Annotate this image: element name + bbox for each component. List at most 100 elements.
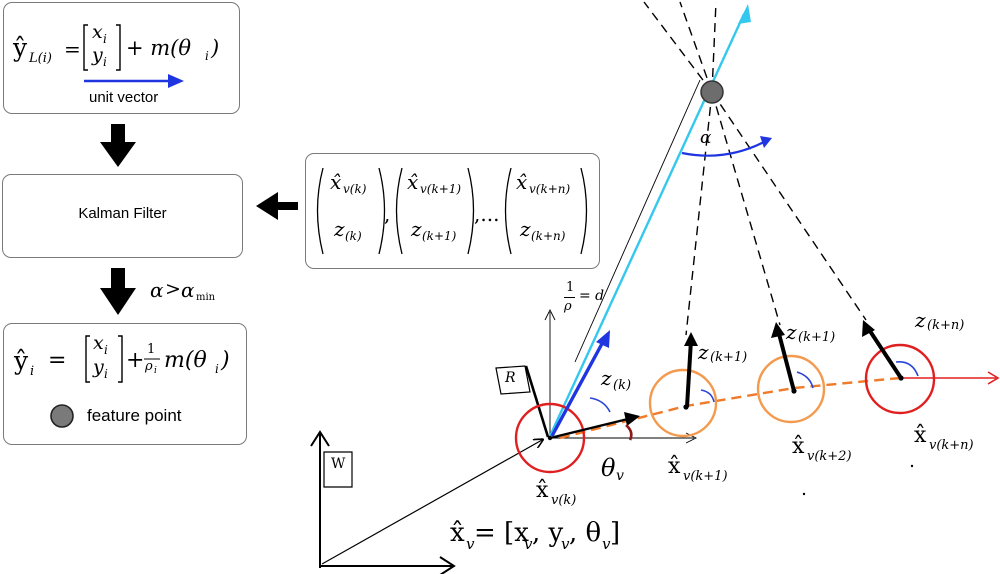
state-c2: , θ bbox=[569, 518, 602, 548]
trajectory-path bbox=[559, 376, 901, 440]
measurement-arrow-k2 bbox=[776, 329, 796, 392]
box3-yhat-sub: i bbox=[30, 364, 35, 379]
pose-k-sub: v(k) bbox=[551, 493, 577, 508]
robot-local-frame bbox=[544, 308, 698, 444]
feature-point-legend-label: feature point bbox=[87, 406, 182, 425]
theta-sub: v bbox=[616, 468, 624, 484]
box3-yhat: ŷ bbox=[14, 346, 29, 375]
state-y-sub: v bbox=[561, 535, 570, 553]
measurement-inputs-box: x̂ v(k) z (k) , x̂ v(k+1) z (k+1) ,... x… bbox=[305, 153, 600, 269]
input-sep2: ,... bbox=[474, 202, 500, 226]
box3-plus: + bbox=[126, 348, 145, 373]
box3-m-sub: i bbox=[215, 362, 219, 376]
box3-frac-num: 1 bbox=[147, 342, 156, 357]
box3-vec-bot-sub: i bbox=[104, 367, 108, 381]
robot-frame-label: R bbox=[505, 370, 516, 386]
box3-bracket bbox=[85, 335, 160, 383]
inputs-parentheses bbox=[316, 167, 588, 255]
alpha-label: α bbox=[700, 128, 712, 148]
world-frame bbox=[310, 430, 456, 574]
input1-x-sub: v(k+1) bbox=[420, 182, 462, 196]
robot-frame-flag bbox=[495, 365, 550, 438]
measurement-arrow-k1 bbox=[685, 339, 693, 408]
box3-frac-den: ρ bbox=[145, 359, 153, 374]
pose-k1-z: z bbox=[698, 340, 709, 364]
input1-x: x̂ bbox=[407, 170, 419, 194]
box1-vec-top: x bbox=[92, 21, 103, 43]
cyan-ray-head bbox=[738, 4, 751, 24]
theta-arc bbox=[625, 424, 633, 441]
angle-arc-kn bbox=[895, 360, 919, 377]
box1-eq: = bbox=[64, 37, 81, 61]
state-close: ] bbox=[610, 518, 621, 548]
input0-x: x̂ bbox=[330, 170, 342, 194]
angle-arc-k1 bbox=[700, 389, 715, 403]
box3-vec-bot: y bbox=[93, 356, 104, 378]
pose-k2-sub: v(k+2) bbox=[807, 449, 852, 464]
box1-m-sub: i bbox=[205, 49, 209, 63]
unit-vector-caption: unit vector bbox=[89, 89, 159, 106]
box3-vec-top-sub: i bbox=[104, 343, 108, 357]
pose-k2-x: x̂ bbox=[792, 434, 805, 459]
state-lhs-sub: v bbox=[466, 535, 475, 553]
inv-depth-den: ρ bbox=[564, 299, 572, 314]
feature-point bbox=[700, 80, 724, 104]
measurement-arrow-k bbox=[550, 339, 606, 437]
box1-m-close: ) bbox=[211, 36, 220, 60]
angle-arc-k2 bbox=[796, 371, 814, 389]
state-c1: , y bbox=[532, 518, 564, 548]
input2-z-sub: (k+n) bbox=[531, 229, 566, 243]
box1-yhat-sub: L(i) bbox=[29, 51, 52, 66]
pose-k-z-sub: (k) bbox=[613, 378, 632, 393]
pose-circle-k bbox=[514, 402, 586, 474]
measurement-arrow-kn bbox=[866, 326, 903, 380]
box3-m-close: ) bbox=[221, 348, 230, 373]
position-vector bbox=[321, 440, 542, 565]
pose-circle-kn bbox=[864, 343, 936, 415]
box1-plus-m: + m(θ bbox=[126, 36, 192, 60]
kalman-filter-label: Kalman Filter bbox=[78, 205, 167, 222]
inverse-depth-line bbox=[574, 79, 701, 363]
inv-depth-eq: = d bbox=[579, 288, 605, 304]
input0-x-sub: v(k) bbox=[343, 182, 367, 196]
cond-gt: > bbox=[165, 278, 181, 300]
pose-kn-z: z bbox=[915, 308, 926, 332]
kalman-filter-box: Kalman Filter bbox=[2, 174, 243, 258]
cond-alpha2: α bbox=[181, 278, 195, 302]
box1-vec-bot: y bbox=[92, 44, 103, 66]
angle-arc-k bbox=[589, 397, 611, 413]
observation-rays bbox=[643, 1, 867, 336]
cond-alpha: α bbox=[150, 278, 164, 302]
cyan-ray bbox=[548, 13, 746, 437]
input2-x-sub: v(k+n) bbox=[529, 182, 571, 196]
pose-kn-x: x̂ bbox=[914, 423, 927, 448]
theta-sym: θ bbox=[601, 454, 616, 482]
alpha-arc bbox=[681, 140, 767, 157]
state-t-sub: v bbox=[602, 535, 611, 553]
unit-vector-arrow bbox=[84, 74, 184, 88]
pose-circle-k2 bbox=[756, 354, 826, 424]
robot-heading-k bbox=[549, 416, 633, 440]
pose-circle-k1 bbox=[648, 368, 718, 438]
box3-m: m(θ bbox=[164, 348, 207, 373]
state-x-sub: v bbox=[524, 535, 533, 553]
world-frame-label: W bbox=[331, 456, 346, 472]
pose-k1-x: x̂ bbox=[668, 454, 681, 479]
box1-bracket bbox=[83, 24, 121, 71]
unit-vector-box: ŷ L(i) = x i y i + m(θ i ) unit vector bbox=[3, 2, 240, 114]
input1-z-sub: (k+1) bbox=[422, 229, 457, 243]
pose-k-x: x̂ bbox=[536, 478, 549, 503]
state-rhs: = [x bbox=[474, 518, 529, 548]
input2-z: z bbox=[520, 217, 531, 241]
input0-z: z bbox=[334, 217, 345, 241]
pose-k2-z-sub: (k+1) bbox=[798, 330, 836, 345]
state-lhs: x̂ bbox=[450, 518, 465, 548]
inverse-depth-box: ŷ i = x i y i + 1 ρ i m(θ i ) feature po… bbox=[3, 323, 247, 445]
input-sep1: , bbox=[384, 202, 391, 226]
box3-frac-den-sub: i bbox=[154, 366, 157, 376]
pose-k1-z-sub: (k+1) bbox=[710, 350, 748, 365]
